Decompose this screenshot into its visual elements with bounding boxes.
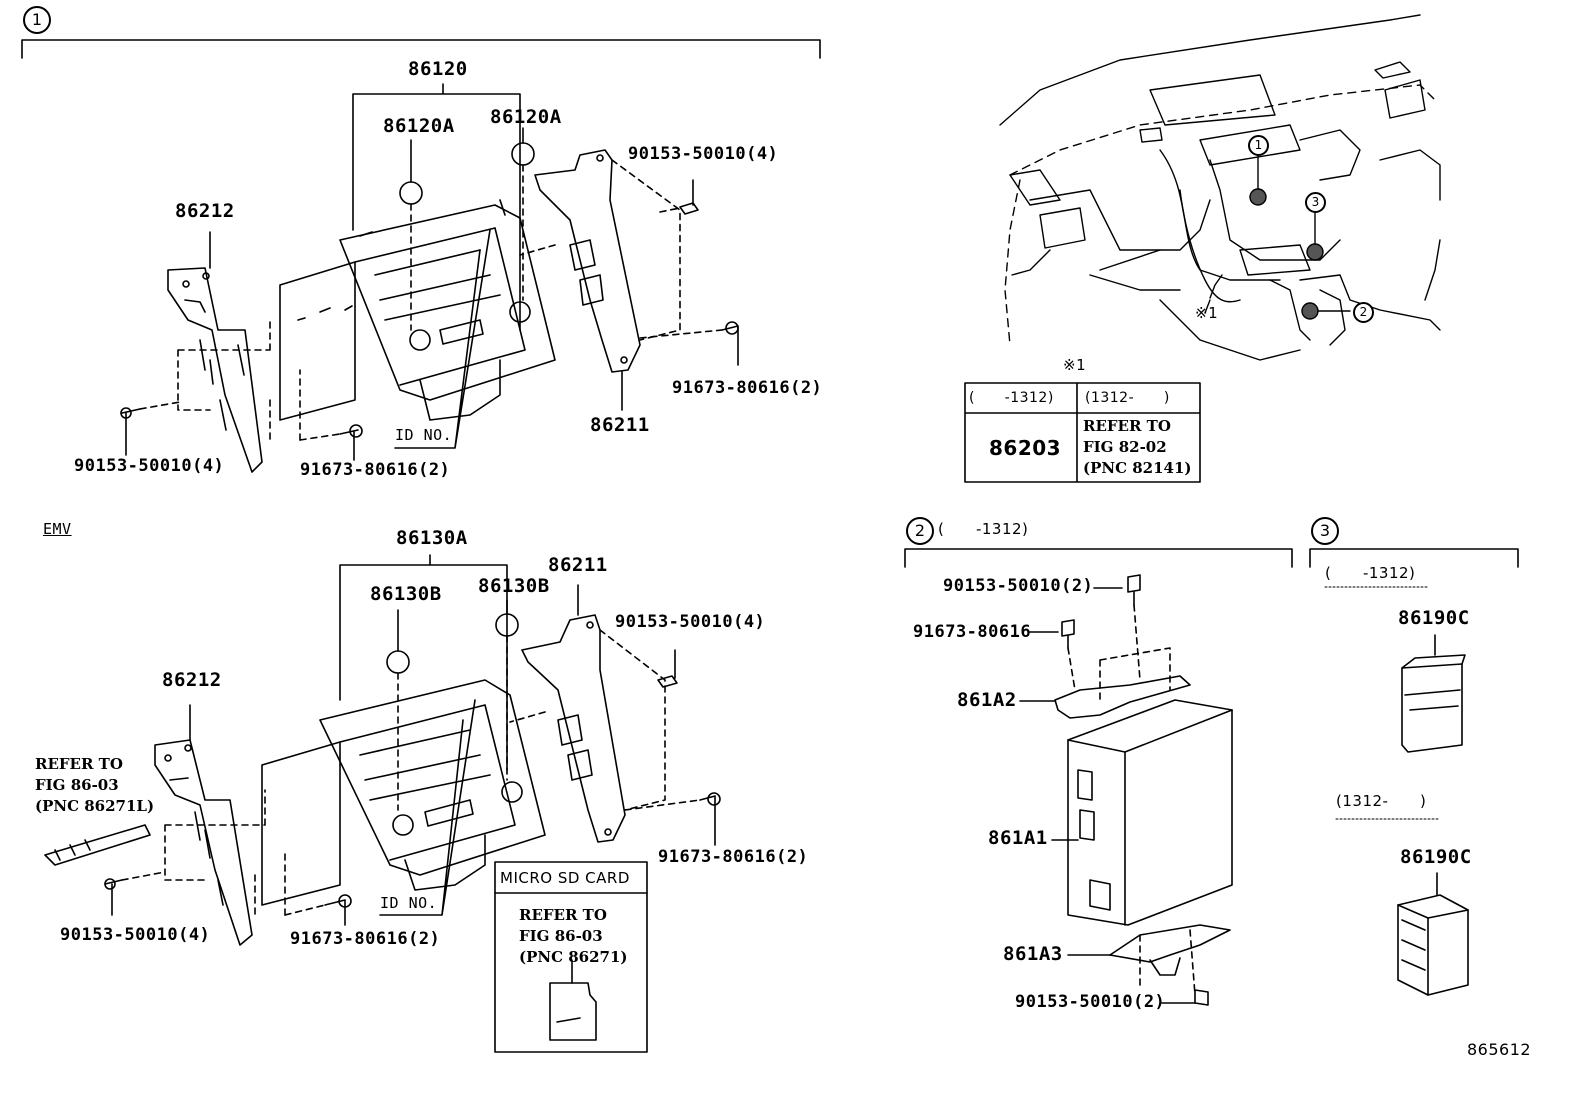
- bolts-top: [120, 179, 739, 461]
- label-86190C-b: 86190C: [1400, 846, 1472, 868]
- refer-86271: REFER TO FIG 86-03 (PNC 86271): [519, 906, 628, 966]
- label-86120A-left: 86120A: [383, 115, 455, 137]
- bracket-86212-top: [167, 231, 271, 473]
- section1-marker: 1: [23, 6, 51, 34]
- section3-range-b: (1312- ): [1336, 792, 1427, 810]
- label-s2-bolt-second: 91673-80616: [913, 622, 1032, 642]
- label-emv-bolt-bottom-left: 90153-50010(4): [60, 925, 211, 945]
- label-emv-bolt-bottom-center: 91673-80616(2): [290, 929, 441, 949]
- radio-unit-emv: [254, 679, 546, 916]
- bolts-section2: [1019, 574, 1209, 1006]
- table-col2-head: (1312- ): [1085, 390, 1170, 406]
- label-id-no-emv: ID NO.: [380, 894, 438, 912]
- bracket-86212-emv: [154, 704, 266, 946]
- sd-adapter-emv: [44, 824, 151, 866]
- section2-bracket: [904, 548, 1293, 568]
- label-86211-emv: 86211: [548, 554, 608, 576]
- dash-note-mark: ※1: [1195, 304, 1219, 322]
- micro-sd-box: [494, 861, 648, 1053]
- label-861A1: 861A1: [988, 827, 1048, 849]
- label-86120A-right: 86120A: [490, 106, 562, 128]
- bracket-861A2: [1054, 647, 1191, 719]
- section2-range: ( -1312): [938, 520, 1029, 538]
- knob-86130B-left: [386, 609, 410, 811]
- label-bolt-bottom-right: 91673-80616(2): [672, 378, 823, 398]
- radio-unit-top: [269, 199, 556, 441]
- knob-86130B-right: [495, 599, 519, 781]
- label-86212-emv: 86212: [162, 669, 222, 691]
- label-bolt-bottom-left: 90153-50010(4): [74, 456, 225, 476]
- label-id-no-top: ID NO.: [395, 426, 453, 444]
- switch-86190C-b: [1397, 872, 1469, 996]
- label-bolt-top-right: 90153-50010(4): [628, 144, 779, 164]
- dash-callout-2: 2: [1353, 302, 1374, 323]
- knob-86120A-right: [511, 127, 535, 301]
- table-col2-value: REFER TO FIG 82-02 (PNC 82141): [1083, 417, 1192, 477]
- label-86190C-a: 86190C: [1398, 607, 1470, 629]
- section3-bracket: [1309, 548, 1519, 568]
- switch-86190C-a: [1401, 634, 1466, 753]
- label-emv-bolt-bottom-right: 91673-80616(2): [658, 847, 809, 867]
- label-861A2: 861A2: [957, 689, 1017, 711]
- table-note-mark: ※1: [1063, 356, 1087, 374]
- label-86211-top: 86211: [590, 414, 650, 436]
- bracket-86211-emv: [509, 584, 666, 843]
- bracket-86211-top: [519, 149, 681, 411]
- label-s2-bolt-bottom: 90153-50010(2): [1015, 992, 1166, 1012]
- bracket-861A3: [1109, 924, 1231, 996]
- table-col1-value: 86203: [989, 436, 1062, 460]
- label-861A3: 861A3: [1003, 943, 1063, 965]
- table-col1-head: ( -1312): [969, 390, 1054, 406]
- section1-bracket: [21, 39, 821, 331]
- dashboard-view: [999, 14, 1441, 361]
- micro-sd-title: MICRO SD CARD: [500, 869, 630, 887]
- section3-range-a: ( -1312): [1325, 564, 1416, 582]
- figure-id: 865612: [1467, 1040, 1532, 1059]
- section3-marker: 3: [1311, 517, 1339, 545]
- label-86212-top: 86212: [175, 200, 235, 222]
- range-underlines: [1324, 586, 1439, 820]
- note-table-lines: [964, 382, 1201, 483]
- label-86130A: 86130A: [396, 527, 468, 549]
- emv-bracket: [339, 554, 508, 771]
- section2-marker: 2: [906, 517, 934, 545]
- label-86130B-right: 86130B: [478, 575, 550, 597]
- dash-callout-3: 3: [1305, 192, 1326, 213]
- label-emv-bolt-top-right: 90153-50010(4): [615, 612, 766, 632]
- bolts-emv: [104, 649, 721, 926]
- label-s2-bolt-top: 90153-50010(2): [943, 576, 1094, 596]
- emv-tag: EMV: [43, 520, 72, 538]
- label-86120: 86120: [408, 58, 468, 80]
- knob-86120A-left: [399, 139, 423, 331]
- dash-callout-1: 1: [1248, 135, 1269, 156]
- label-86130B-left: 86130B: [370, 583, 442, 605]
- refer-86271L: REFER TO FIG 86-03 (PNC 86271L): [35, 755, 155, 815]
- ecu-861A1: [1067, 699, 1233, 926]
- label-bolt-bottom-center: 91673-80616(2): [300, 460, 451, 480]
